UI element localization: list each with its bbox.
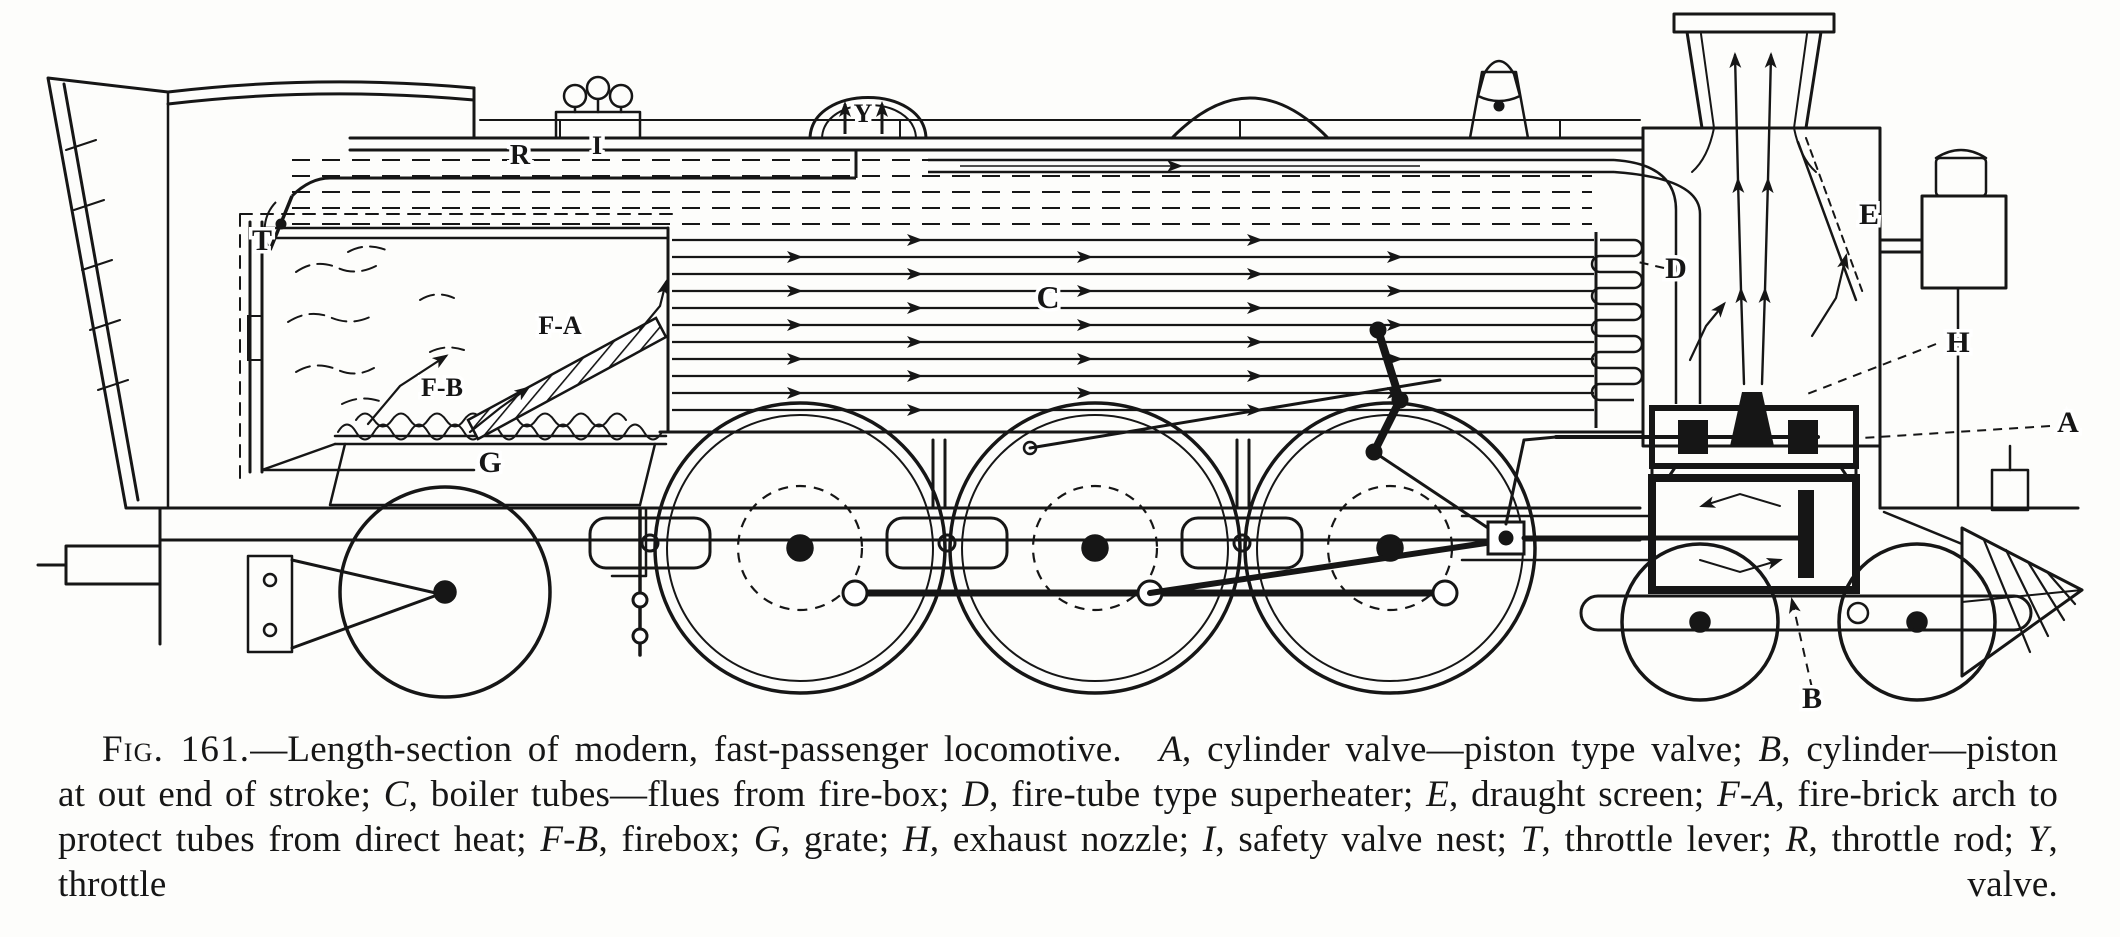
legend-separator: ,	[780, 819, 804, 861]
legend-desc: grate	[803, 819, 879, 861]
figure-161: I R Y T F-A F-B G C D E H A B Fig. 161.—…	[0, 12, 2120, 908]
legend-desc: exhaust nozzle	[952, 819, 1179, 861]
legend-desc: boiler tubes—flues from fire-box	[430, 774, 940, 816]
legend-separator: ,	[408, 774, 431, 816]
legend-separator: ,	[1182, 729, 1208, 770]
diagram-label-C: C	[1036, 279, 1059, 315]
wheels	[338, 401, 1997, 702]
caption-legend: A, cylinder valve—piston type valve; B, …	[58, 729, 2058, 905]
legend-separator: ;	[729, 819, 754, 861]
legend-separator: ,	[929, 819, 953, 861]
legend-separator: ;	[1693, 774, 1718, 816]
legend-separator: ,	[1448, 774, 1472, 816]
legend-key: H	[902, 819, 930, 861]
legend-desc: cylinder valve—piston type valve	[1207, 729, 1733, 770]
diagram-label-I: I	[592, 131, 602, 160]
legend-separator: ;	[2003, 819, 2028, 861]
label-leaders	[1637, 261, 2051, 689]
legend-separator: ;	[1761, 819, 1786, 861]
legend-key: T	[1520, 819, 1542, 861]
legend-desc: firebox	[621, 819, 730, 861]
caption-intro: —Length-section of modern, fast-passenge…	[250, 729, 1122, 770]
diagram-label-T: T	[252, 224, 272, 257]
legend-key: E	[1426, 774, 1449, 816]
locomotive-diagram: I R Y T F-A F-B G C D E H A B	[36, 12, 2084, 716]
legend-key: D	[962, 774, 990, 816]
legend-separator: ;	[1178, 819, 1203, 861]
legend-desc: cylinder—piston at out end of stroke	[58, 729, 2058, 816]
legend-key: R	[1785, 819, 1809, 861]
superheater	[1590, 238, 1644, 402]
legend-key: I	[1202, 819, 1216, 861]
legend-separator: ,	[1781, 729, 1807, 770]
legend-key: F-A	[1717, 774, 1776, 816]
boiler-steam-space	[263, 101, 1702, 404]
legend-desc: throttle lever	[1564, 819, 1762, 861]
legend-separator: ;	[1403, 774, 1427, 816]
figure-caption: Fig. 161.—Length-section of modern, fast…	[0, 715, 2120, 908]
legend-separator: ,	[1215, 819, 1239, 861]
diagram-label-G: G	[478, 446, 501, 479]
legend-desc: fire-brick arch to protect tubes from di…	[58, 774, 2059, 861]
legend-separator: ;	[1496, 819, 1521, 861]
legend-key: C	[383, 774, 409, 816]
legend-key: F-B	[540, 819, 599, 861]
caption-gap	[1122, 729, 1159, 770]
legend-separator: ;	[360, 774, 384, 816]
body-outline	[46, 12, 2084, 678]
legend-desc: fire-tube type superheater	[1011, 774, 1403, 816]
firebox	[239, 213, 673, 507]
legend-key: Y	[2027, 819, 2049, 861]
diagram-label-H: H	[1946, 326, 1969, 359]
legend-key: A	[1159, 729, 1183, 770]
smokebox-internals	[1688, 52, 1865, 446]
legend-separator: ,	[1541, 819, 1565, 861]
legend-separator: ,	[1808, 819, 1832, 861]
legend-separator: ;	[516, 819, 541, 861]
legend-separator: ;	[1732, 729, 1759, 770]
diagram-label-FB: F-B	[421, 373, 463, 402]
legend-separator: ,	[1775, 774, 1798, 816]
legend-separator: ;	[878, 819, 903, 861]
piston	[1798, 490, 1814, 578]
legend-desc: safety valve nest	[1238, 819, 1497, 861]
diagram-label-Y: Y	[854, 99, 873, 128]
cylinder-assembly	[1521, 405, 1860, 594]
diagram-letter-labels: I R Y T F-A F-B G C D E H A B	[248, 96, 2082, 716]
legend-separator: ,	[2048, 819, 2058, 861]
legend-separator: ,	[598, 819, 622, 861]
diagram-label-A: A	[2057, 406, 2079, 439]
legend-separator: ,	[989, 774, 1012, 816]
legend-separator: ;	[939, 774, 963, 816]
diagram-label-FA: F-A	[538, 311, 582, 340]
boiler-tubes	[672, 232, 1598, 428]
figure-number: Fig. 161.	[102, 729, 251, 770]
legend-key: G	[753, 819, 781, 861]
legend-desc: throttle valve	[58, 864, 2049, 906]
diagram-label-D: D	[1665, 252, 1687, 285]
frame-and-running-gear	[36, 438, 2080, 657]
legend-desc: draught screen	[1471, 774, 1694, 816]
diagram-label-B: B	[1802, 682, 1822, 715]
diagram-label-E: E	[1859, 198, 1879, 231]
diagram-label-R: R	[510, 140, 531, 171]
draught-screen	[1796, 140, 1858, 302]
legend-key: B	[1758, 729, 1782, 770]
legend-separator: .	[2048, 864, 2058, 906]
cylinder	[1648, 474, 1860, 594]
legend-desc: throttle rod	[1831, 819, 2004, 861]
